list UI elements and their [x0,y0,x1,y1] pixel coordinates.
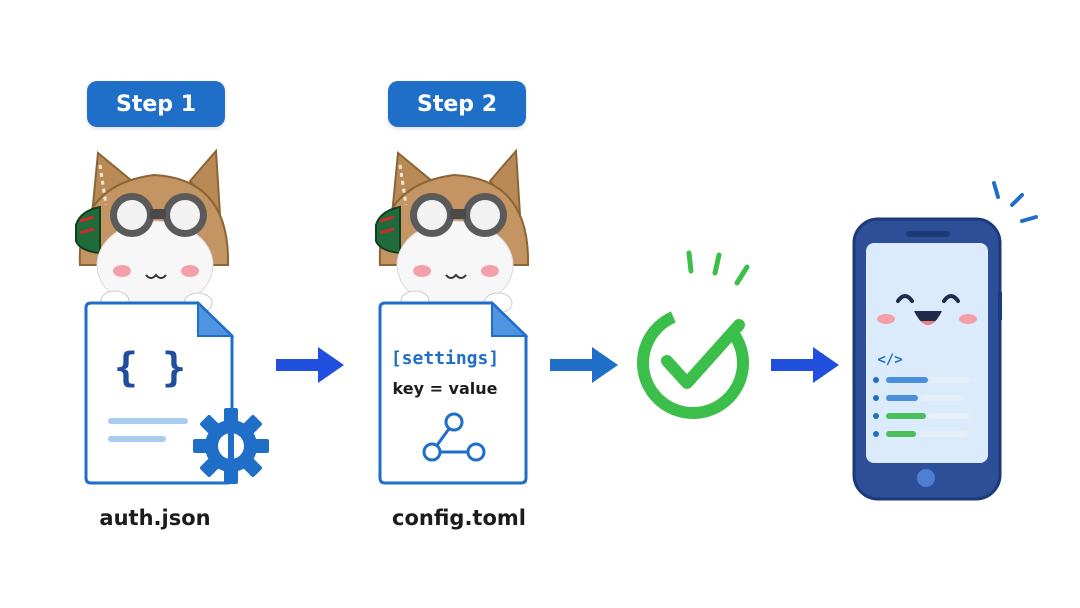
smiley-face-icon [877,294,977,325]
cat-mascot-icon [375,148,530,314]
step-2-badge: Step 2 [388,81,526,127]
auth-json-document-icon [84,300,235,485]
step-1-badge: Step 1 [87,81,225,127]
config-toml-document-icon [378,300,529,485]
file-name-config-toml: config.toml [392,506,526,530]
toml-key-value-line: key = value [392,379,498,398]
phone-code-lines [873,377,970,437]
code-icon: </> [877,352,903,368]
json-braces-glyph: { } [113,345,187,391]
gear-icon [193,408,269,484]
toml-section-header: [settings] [390,348,500,369]
check-circle-icon [637,250,750,419]
arrow-right-icon [771,347,839,383]
cat-mascot-icon [75,148,230,314]
file-name-auth-json: auth.json [99,506,211,530]
share-nodes-icon [422,412,486,462]
arrow-right-icon [550,347,618,383]
arrow-right-icon [276,347,344,383]
